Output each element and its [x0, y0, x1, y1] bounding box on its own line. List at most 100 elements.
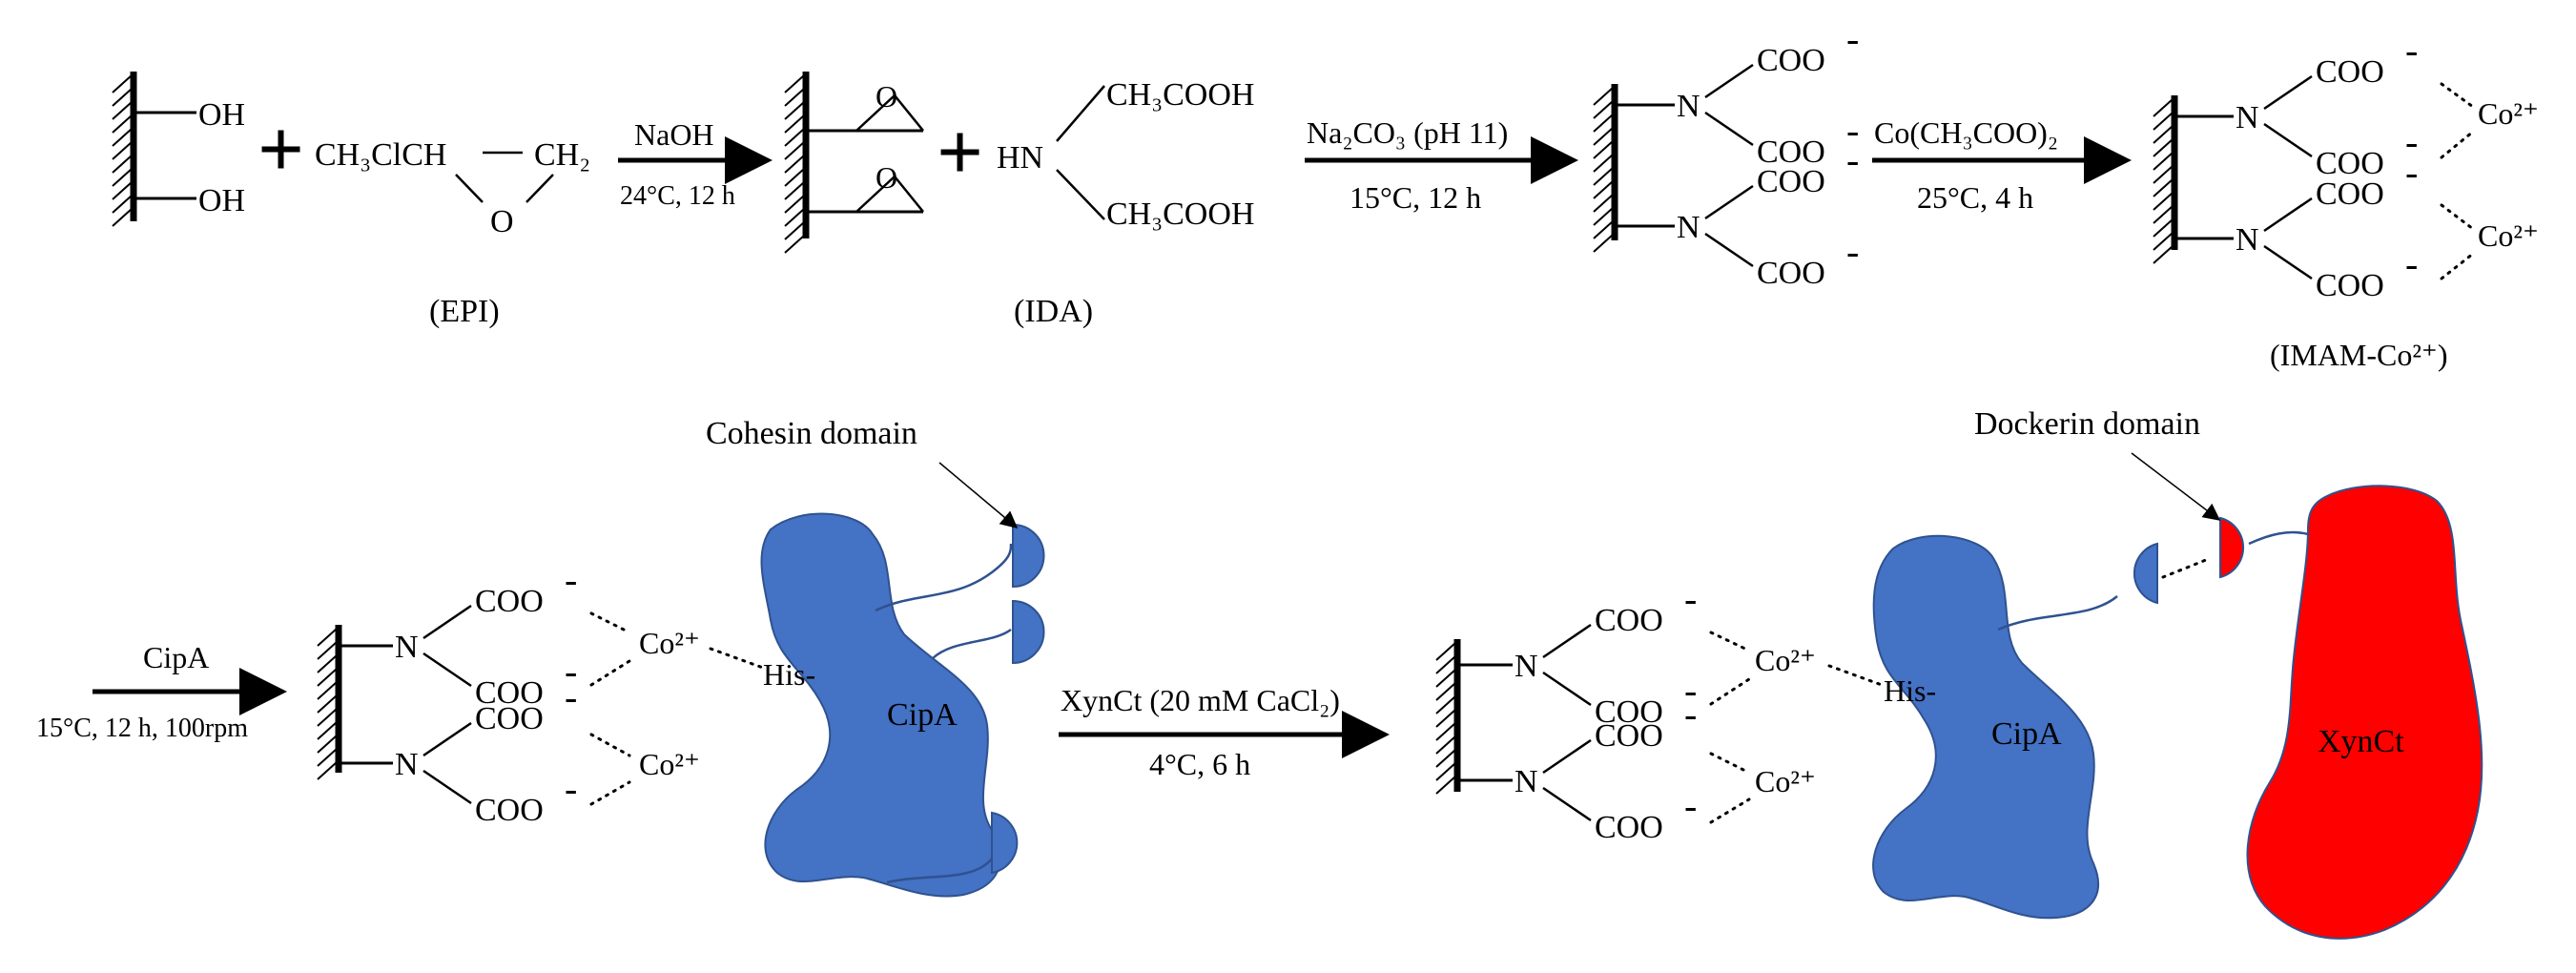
- row2-coord-2: [589, 659, 631, 687]
- epi-ch2: CH₂: [534, 137, 590, 173]
- epoxide-a1: [855, 94, 896, 132]
- final-group-bottom-coo-top: COO: [1595, 718, 1663, 754]
- row2-group-top-coo-bottom: COO: [475, 675, 544, 711]
- coordination-bottom-1: [2440, 203, 2475, 231]
- cipa-arrow-label: CipA: [143, 640, 209, 674]
- epoxide-b1: [855, 176, 896, 213]
- final-co-ion-top: Co²⁺: [1755, 643, 1816, 677]
- ida-bond-up: [1056, 85, 1105, 142]
- naoh-label: NaOH: [634, 117, 714, 152]
- row2-group-top-minus-top: -: [565, 558, 577, 601]
- surface-hatch: [2153, 125, 2174, 144]
- final-group-top-n: N: [1515, 649, 1538, 684]
- surface-hatch: [784, 88, 805, 107]
- imam-co-label: (IMAM-Co²⁺): [2270, 338, 2447, 372]
- final-coord-4: [1709, 797, 1751, 824]
- surface-hatch: [317, 748, 338, 767]
- row2-group-top-n: N: [395, 630, 419, 665]
- final-group-bottom-bond-up: [1542, 738, 1592, 775]
- final-group-top-coo-top: COO: [1595, 603, 1663, 638]
- row2-group-bottom-minus-bottom: -: [565, 767, 577, 810]
- imam-co-group-bottom-coo-top: COO: [2316, 176, 2384, 212]
- imam-co-group-bottom-bond-up: [2263, 197, 2313, 233]
- surface-hatch: [112, 168, 133, 187]
- epoxide-a-o: O: [876, 79, 897, 114]
- na2co3-label: Na₂CO₃ (pH 11): [1307, 115, 1508, 150]
- surface-hatch: [784, 128, 805, 147]
- dockerin-pointer: [2131, 452, 2221, 521]
- surface-hatch: [1593, 100, 1614, 119]
- final-group-bottom-minus-bottom: -: [1684, 784, 1697, 827]
- cipa-label: CipA: [887, 697, 958, 733]
- surface-hatch: [1593, 154, 1614, 173]
- surface-hatch: [784, 208, 805, 227]
- epoxide-a2: [894, 94, 924, 132]
- surface-hatch: [2153, 232, 2174, 251]
- imam-group-top-coo-top: COO: [1757, 43, 1825, 78]
- naoh-conditions: 24°C, 12 h: [620, 181, 735, 211]
- surface-hatch: [2153, 112, 2174, 131]
- epi-formula: CH₃ClCH: [315, 137, 446, 173]
- epoxide-bond-left: [455, 174, 484, 203]
- surface-hatch: [1435, 762, 1456, 781]
- cipa-protein: [760, 512, 1001, 898]
- epoxide-o: O: [490, 204, 514, 239]
- final-group-top-bond-down: [1542, 671, 1592, 707]
- row2-group-top-coo-top: COO: [475, 584, 544, 619]
- surface-hatch: [112, 141, 133, 160]
- imam-co-group-top-n: N: [2236, 100, 2259, 135]
- dockerin-domain-label: Dockerin domain: [1974, 406, 2200, 442]
- imam-group-top-minus-bottom: -: [1846, 109, 1859, 152]
- surface-hatch: [1435, 776, 1456, 795]
- dockerin-linker: [2248, 530, 2309, 546]
- cohesin-dockerin-binding: [2161, 556, 2213, 579]
- row2-coord-4: [589, 780, 631, 806]
- row2-co-ion-top: Co²⁺: [639, 626, 700, 660]
- surface-hatch: [317, 681, 338, 700]
- surface-hatch: [317, 641, 338, 660]
- surface-hatch: [1593, 167, 1614, 186]
- final-group-top-bond-up: [1542, 623, 1592, 659]
- surface-hatch: [1435, 682, 1456, 701]
- imam-group-top-minus-top: -: [1846, 17, 1859, 60]
- co-acetate-label: Co(CH₃COO)₂: [1874, 115, 2058, 150]
- row2-group-bottom-bond-down: [422, 769, 472, 805]
- surface-hatch: [784, 235, 805, 254]
- imam-group-top-n: N: [1677, 89, 1700, 124]
- imam-group-top-bond-down: [1704, 111, 1754, 147]
- surface-hatch: [112, 114, 133, 134]
- surface-hatch: [112, 181, 133, 200]
- coordination-top-2: [2440, 130, 2475, 159]
- imam-co-group-bottom-n: N: [2236, 222, 2259, 258]
- surface-hatch: [2153, 205, 2174, 224]
- surface-hatch: [1435, 655, 1456, 674]
- surface-hatch: [1593, 180, 1614, 199]
- ida-ch2cooh-top: CH₃COOH: [1106, 77, 1254, 113]
- surface-hatch: [1593, 207, 1614, 226]
- imam-group-bottom-coo-top: COO: [1757, 164, 1825, 199]
- final-coord-3: [1709, 752, 1751, 775]
- surface-hatch: [1435, 642, 1456, 661]
- imam-group-bottom-bond-up: [1704, 184, 1754, 220]
- oh-top: OH: [198, 97, 245, 133]
- surface-hatch: [784, 168, 805, 187]
- ida-bond-down: [1056, 169, 1105, 220]
- his-tag-link: [709, 647, 765, 670]
- dockerin-domain: [2219, 516, 2245, 579]
- surface-hatch: [1593, 194, 1614, 213]
- coordination-bottom-2: [2440, 252, 2475, 280]
- surface-hatch: [784, 141, 805, 160]
- row2-group-bottom-coo-top: COO: [475, 701, 544, 736]
- surface-hatch: [784, 114, 805, 134]
- co-acetate-conditions: 25°C, 4 h: [1917, 180, 2033, 215]
- surface-hatch: [2153, 152, 2174, 171]
- surface-hatch: [317, 708, 338, 727]
- na2co3-conditions: 15°C, 12 h: [1350, 180, 1481, 215]
- epoxide-bond-right: [526, 174, 554, 203]
- cohesin-domain-2: [1012, 599, 1045, 665]
- cohesin-pointer: [938, 462, 1019, 528]
- xynct-label: XynCt: [2318, 724, 2404, 759]
- surface-hatch: [1593, 87, 1614, 106]
- surface-hatch: [317, 694, 338, 714]
- row2-group-bottom-n: N: [395, 747, 419, 782]
